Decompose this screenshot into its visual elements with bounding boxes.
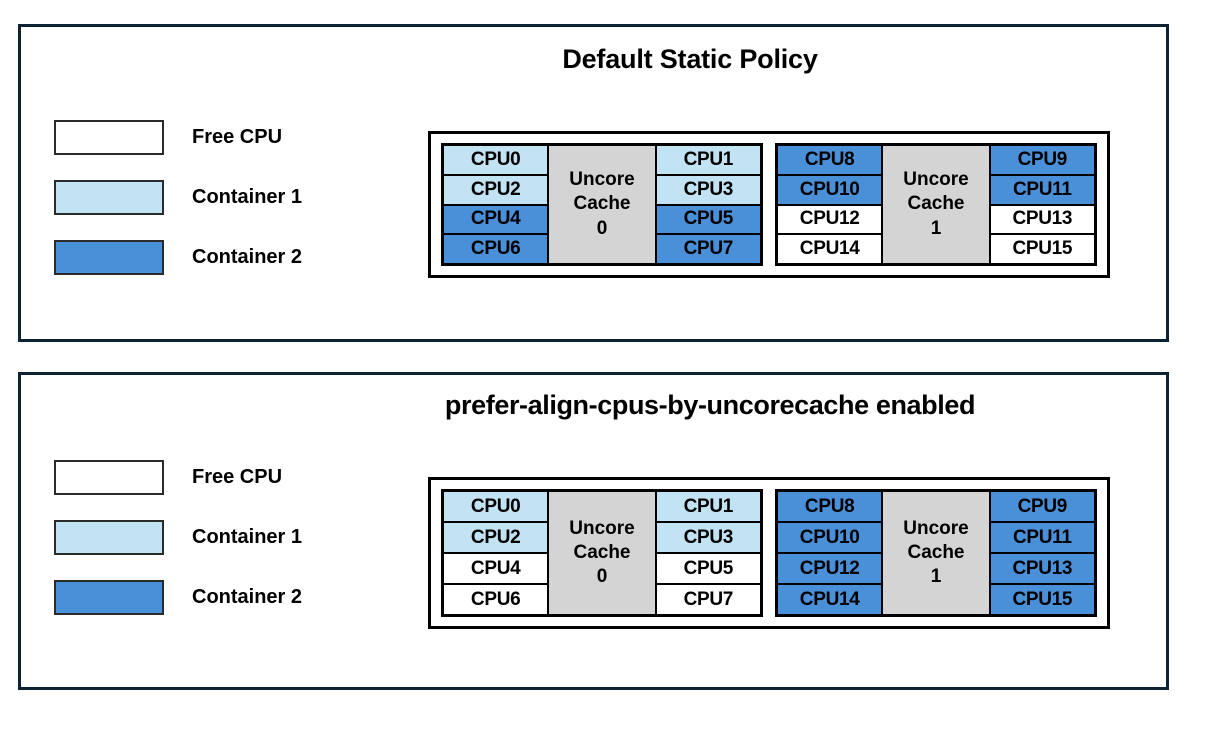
uncore-cache-label-line2: Cache xyxy=(573,541,631,563)
legend-item-container-2: Container 2 xyxy=(54,567,384,627)
legend-item-container-1: Container 1 xyxy=(54,507,384,567)
legend-swatch-container-2 xyxy=(54,579,164,615)
cpu-cell: CPU6 xyxy=(443,234,549,264)
cache-group-0: CPU0 CPU2 CPU4 CPU6 Uncore Cache 0 CPU1 … xyxy=(441,489,763,617)
cpu-cell: CPU15 xyxy=(989,584,1095,615)
uncore-cache-label-line2: Cache xyxy=(907,193,965,215)
cpu-cell: CPU14 xyxy=(777,584,883,615)
cpu-cell: CPU5 xyxy=(655,553,761,584)
cache-group-0: CPU0 CPU2 CPU4 CPU6 Uncore Cache 0 CPU1 … xyxy=(441,143,763,266)
cpu-column-left: CPU0 CPU2 CPU4 CPU6 xyxy=(443,491,549,615)
uncore-cache-label-line1: Uncore xyxy=(569,517,635,539)
legend-label-free-cpu: Free CPU xyxy=(192,125,283,148)
cpu-cell: CPU1 xyxy=(655,491,761,522)
legend-swatch-container-1 xyxy=(54,519,164,555)
cpu-cell: CPU11 xyxy=(989,174,1095,205)
page-title-top: Default Static Policy xyxy=(562,44,818,74)
cpu-topology-diagram-top: CPU0 CPU2 CPU4 CPU6 Uncore Cache 0 CPU1 … xyxy=(428,131,1110,278)
cpu-cell: CPU6 xyxy=(443,584,549,615)
cpu-cell: CPU13 xyxy=(989,553,1095,584)
legend-label-container-2: Container 2 xyxy=(192,585,303,608)
legend-top: Free CPU Container 1 Container 2 xyxy=(54,107,384,287)
cpu-cell: CPU1 xyxy=(655,145,761,175)
uncore-cache-label-line1: Uncore xyxy=(903,517,969,539)
cpu-cell: CPU12 xyxy=(777,204,883,235)
legend-item-free-cpu: Free CPU xyxy=(54,107,384,167)
cpu-cell: CPU3 xyxy=(655,522,761,553)
cpu-column-right: CPU9 CPU11 CPU13 CPU15 xyxy=(989,145,1095,264)
cpu-cell: CPU11 xyxy=(989,522,1095,553)
uncore-cache-block: Uncore Cache 1 xyxy=(882,145,990,264)
cpu-cell: CPU15 xyxy=(989,234,1095,264)
legend-swatch-container-2 xyxy=(54,239,164,275)
cpu-column-right: CPU9 CPU11 CPU13 CPU15 xyxy=(989,491,1095,615)
uncore-cache-block: Uncore Cache 1 xyxy=(882,491,990,615)
legend-item-container-2: Container 2 xyxy=(54,227,384,287)
page-title-bottom: prefer-align-cpus-by-uncorecache enabled xyxy=(444,390,976,420)
cpu-column-left: CPU8 CPU10 CPU12 CPU14 xyxy=(777,145,883,264)
cpu-column-left: CPU0 CPU2 CPU4 CPU6 xyxy=(443,145,549,264)
legend-label-container-1: Container 1 xyxy=(192,185,303,208)
cpu-cell: CPU12 xyxy=(777,553,883,584)
uncore-cache-block: Uncore Cache 0 xyxy=(548,491,656,615)
cpu-cell: CPU10 xyxy=(777,522,883,553)
cpu-column-left: CPU8 CPU10 CPU12 CPU14 xyxy=(777,491,883,615)
cpu-column-right: CPU1 CPU3 CPU5 CPU7 xyxy=(655,491,761,615)
cpu-cell: CPU9 xyxy=(989,491,1095,522)
legend-label-container-2: Container 2 xyxy=(192,245,303,268)
cpu-column-right: CPU1 CPU3 CPU5 CPU7 xyxy=(655,145,761,264)
cpu-cell: CPU7 xyxy=(655,584,761,615)
cpu-cell: CPU4 xyxy=(443,553,549,584)
cpu-cell: CPU14 xyxy=(777,234,883,264)
cpu-cell: CPU0 xyxy=(443,145,549,175)
legend-bottom: Free CPU Container 1 Container 2 xyxy=(54,447,384,627)
legend-label-free-cpu: Free CPU xyxy=(192,465,283,488)
legend-item-container-1: Container 1 xyxy=(54,167,384,227)
uncore-cache-index: 1 xyxy=(930,566,942,588)
cpu-cell: CPU4 xyxy=(443,204,549,235)
cache-group-1: CPU8 CPU10 CPU12 CPU14 Uncore Cache 1 CP… xyxy=(775,143,1097,266)
uncore-cache-label-line2: Cache xyxy=(573,193,631,215)
uncore-cache-index: 0 xyxy=(596,566,608,588)
uncore-cache-index: 1 xyxy=(930,217,942,239)
cpu-cell: CPU2 xyxy=(443,522,549,553)
cpu-cell: CPU13 xyxy=(989,204,1095,235)
legend-label-container-1: Container 1 xyxy=(192,525,303,548)
cpu-cell: CPU0 xyxy=(443,491,549,522)
uncore-cache-block: Uncore Cache 0 xyxy=(548,145,656,264)
cpu-cell: CPU3 xyxy=(655,174,761,205)
legend-swatch-free-cpu xyxy=(54,119,164,155)
uncore-cache-label-line2: Cache xyxy=(907,541,965,563)
legend-swatch-container-1 xyxy=(54,179,164,215)
uncore-cache-label-line1: Uncore xyxy=(569,169,635,191)
cpu-cell: CPU2 xyxy=(443,174,549,205)
cpu-cell: CPU10 xyxy=(777,174,883,205)
uncore-cache-label-line1: Uncore xyxy=(903,169,969,191)
legend-swatch-free-cpu xyxy=(54,459,164,495)
cpu-topology-diagram-bottom: CPU0 CPU2 CPU4 CPU6 Uncore Cache 0 CPU1 … xyxy=(428,477,1110,629)
cpu-cell: CPU5 xyxy=(655,204,761,235)
legend-item-free-cpu: Free CPU xyxy=(54,447,384,507)
cpu-cell: CPU7 xyxy=(655,234,761,264)
uncore-cache-index: 0 xyxy=(596,217,608,239)
cpu-cell: CPU8 xyxy=(777,145,883,175)
cache-group-1: CPU8 CPU10 CPU12 CPU14 Uncore Cache 1 CP… xyxy=(775,489,1097,617)
cpu-cell: CPU8 xyxy=(777,491,883,522)
cpu-cell: CPU9 xyxy=(989,145,1095,175)
